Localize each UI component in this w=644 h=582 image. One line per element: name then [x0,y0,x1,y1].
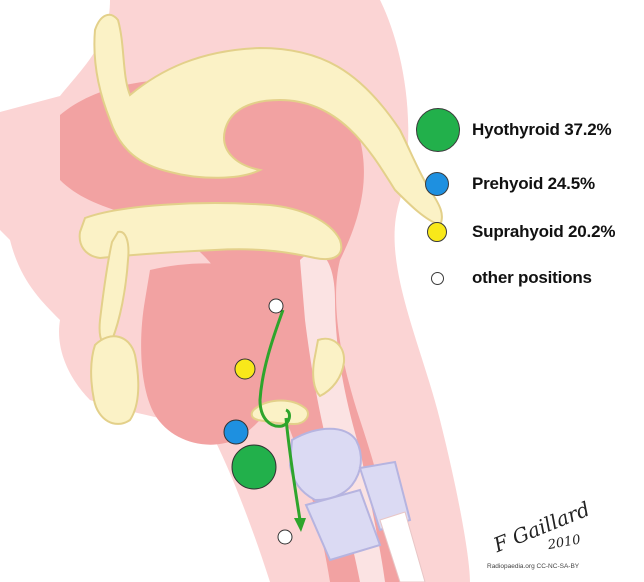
legend-item-other: other positions [410,268,644,308]
marker-other-bottom [278,530,292,544]
lower-jaw [91,336,138,424]
marker-suprahyoid [235,359,255,379]
legend-marker-hyothyroid [416,108,460,152]
marker-other-top [269,299,283,313]
legend-label-suprahyoid: Suprahyoid 20.2% [472,222,615,242]
legend-label-hyothyroid: Hyothyroid 37.2% [472,120,611,140]
legend-label-prehyoid: Prehyoid 24.5% [472,174,595,194]
marker-prehyoid [224,420,248,444]
author-signature: F Gaillard 2010 [486,494,616,554]
legend-marker-suprahyoid [427,222,447,242]
legend-marker-other [431,272,444,285]
credit-text: Radiopaedia.org CC-NC-SA-BY [487,563,579,570]
legend-label-other: other positions [472,268,592,288]
marker-hyothyroid [232,445,276,489]
legend-item-prehyoid: Prehyoid 24.5% [410,170,644,210]
legend-marker-prehyoid [425,172,449,196]
legend-item-hyothyroid: Hyothyroid 37.2% [410,108,644,148]
legend-item-suprahyoid: Suprahyoid 20.2% [410,220,644,260]
